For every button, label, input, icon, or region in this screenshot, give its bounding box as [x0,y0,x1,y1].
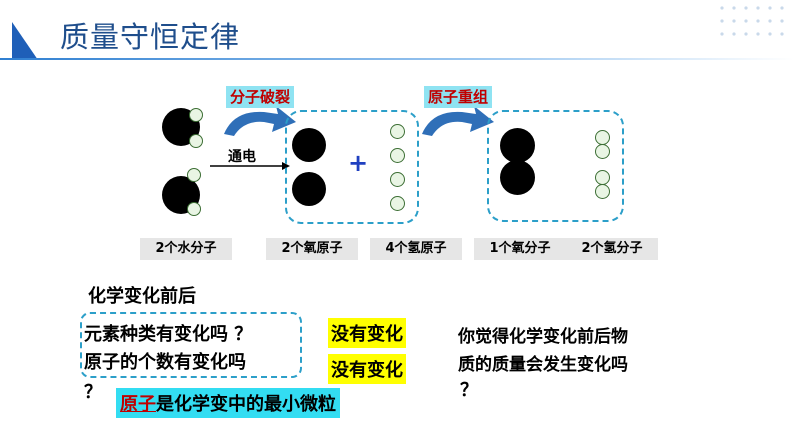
oxygen-atom [292,172,326,206]
hydrogen-molecule-atom [595,184,610,199]
hydrogen-molecule-atom [595,130,610,145]
question-elements: 元素种类有变化吗 ？ [84,320,252,346]
question-mark: ？ [234,324,253,345]
caption-oxygen-atoms: 2个氧原子 [266,238,358,260]
question-atom-count: 原子的个数有变化吗 [84,352,246,373]
plus-sign: + [348,149,369,177]
question-mark: ？ [84,382,102,403]
curved-arrow-icon [422,106,494,136]
section-title: 化学变化前后 [88,286,196,307]
hydrogen-molecule-atom [595,144,610,159]
oxygen-molecule-atom [500,128,535,163]
oxygen-molecule-atom [500,160,535,195]
question-mark: ？ [460,380,478,401]
dot-grid-decoration [720,6,784,36]
water-hydrogen-atom [187,202,201,216]
caption-hydrogen-molecules: 2个氢分子 [566,238,658,260]
step2-banner: 原子重组 [424,86,493,108]
water-hydrogen-atom [189,134,203,148]
answer-highlight-2: 没有变化 [328,354,406,384]
answer-highlight-1: 没有变化 [328,318,406,348]
atoms-box [285,110,419,224]
hydrogen-atom [390,172,405,187]
questions-box [80,312,302,378]
title-accent-icon [0,0,38,60]
hydrogen-atom [390,124,405,139]
molecules-box [487,110,624,222]
water-hydrogen-atom [189,108,203,122]
caption-oxygen-molecule: 1个氧分子 [474,238,566,260]
caption-hydrogen-atoms: 4个氢原子 [370,238,462,260]
title-divider [0,58,794,60]
fact-text: 是化学变中的最小微粒 [156,394,336,415]
water-hydrogen-atom [187,168,201,182]
step1-banner: 分子破裂 [226,86,295,108]
curved-arrow-icon [224,106,296,136]
prompt-line-2: 质的质量会发生变化吗 [458,355,628,375]
arrow-label: 通电 [228,149,256,165]
hydrogen-molecule-atom [595,170,610,185]
caption-water-molecules: 2个水分子 [140,238,232,260]
question-elements-text: 元素种类有变化吗 [84,324,228,345]
hydrogen-atom [390,148,405,163]
hydrogen-atom [390,196,405,211]
oxygen-atom [292,128,326,162]
fact-keyword: 原子 [120,394,156,415]
fact-bar: 原子是化学变中的最小微粒 [116,388,340,418]
reaction-arrow-icon [210,162,290,170]
prompt-line-1: 你觉得化学变化前后物 [458,327,628,347]
page-title: 质量守恒定律 [60,20,241,54]
